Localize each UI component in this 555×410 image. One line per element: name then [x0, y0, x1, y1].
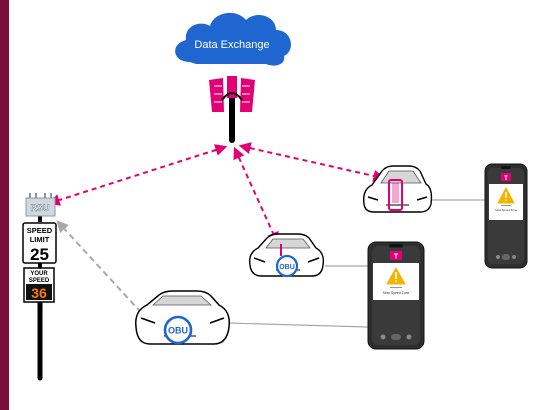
link-tower-rsu: [47, 144, 228, 206]
obu-badge: [275, 254, 299, 278]
speed-display-line1: YOUR: [30, 271, 48, 277]
obu-badge: [163, 315, 193, 345]
speed-limit-line1: SPEED: [27, 226, 53, 235]
phone-icon: T Slow Speed Zone: [367, 241, 425, 350]
obu-label: OBU: [279, 264, 295, 271]
speed-limit-sign: SPEED LIMIT 25: [22, 222, 57, 264]
warning-icon: [386, 267, 406, 285]
cloud-icon: Data Exchange: [175, 12, 291, 66]
pink-links: [47, 142, 386, 245]
link-tower-car2: [233, 146, 279, 245]
speed-display: YOUR SPEED 36: [23, 267, 55, 303]
speed-display-value: 36: [31, 285, 47, 301]
car-icon: [362, 165, 433, 213]
link-tower-car1: [238, 142, 386, 182]
cloud-label: Data Exchange: [194, 39, 269, 51]
speed-limit-line2: LIMIT: [30, 235, 50, 244]
speed-display-line2: SPEED: [29, 278, 50, 284]
rsu-icon: RSU: [25, 193, 56, 217]
speed-limit-value: 25: [30, 245, 49, 264]
left-edge-bar: [0, 0, 9, 410]
warning-icon: [497, 187, 515, 204]
car-phone-links: [226, 199, 485, 328]
cell-tower-icon: [209, 76, 255, 143]
link-car3-rsu: [56, 220, 149, 321]
phone-alert-text: Slow Speed Zone: [383, 291, 410, 295]
rsu-label: RSU: [30, 203, 49, 213]
phone-icon: T Slow Speed Zone: [484, 163, 528, 269]
car-icon: OBU: [134, 290, 231, 345]
car-icon: OBU: [248, 233, 325, 278]
phone-brand-mark: T: [504, 176, 508, 182]
obu-label: OBU: [168, 326, 188, 336]
phone-alert-text: Slow Speed Zone: [495, 208, 518, 212]
in-car-phone-icon: [388, 179, 403, 211]
phone-brand-mark: T: [394, 254, 399, 261]
